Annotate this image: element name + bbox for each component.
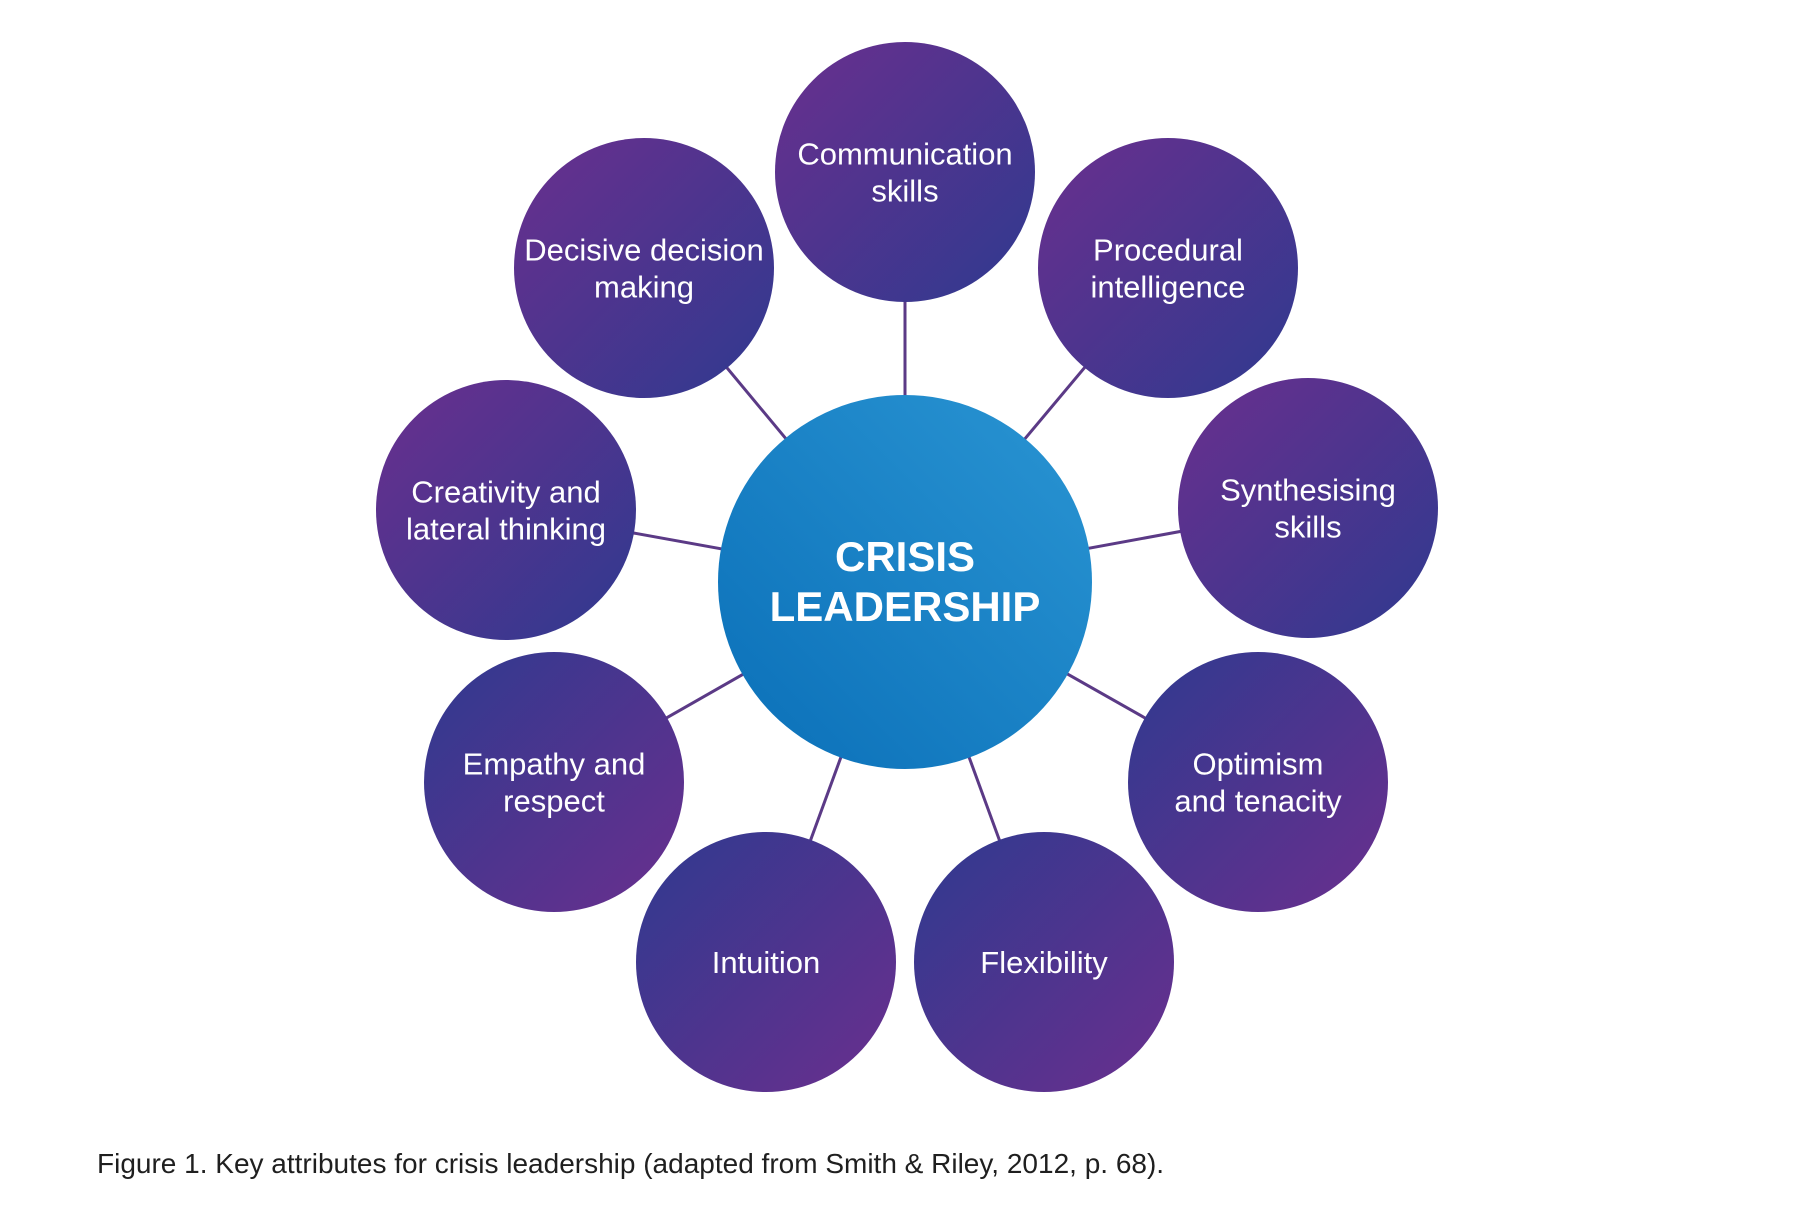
attribute-circle-synthesising [1178,378,1438,638]
attribute-circle-creativity [376,380,636,640]
attribute-circle-communication [775,42,1035,302]
center-circle [718,395,1092,769]
attribute-label-synthesising: skills [1274,510,1341,545]
attribute-label-intuition: Intuition [712,945,821,980]
attribute-label-creativity: lateral thinking [406,512,606,547]
attribute-nodes: CommunicationskillsProceduralintelligenc… [376,42,1438,1092]
figure-caption: Figure 1. Key attributes for crisis lead… [97,1148,1165,1179]
attribute-node-flexibility: Flexibility [914,832,1174,1092]
attribute-label-optimism: Optimism [1193,747,1324,782]
attribute-label-flexibility: Flexibility [980,945,1108,980]
attribute-label-empathy: respect [503,784,605,819]
attribute-circle-optimism [1128,652,1388,912]
attribute-label-procedural: intelligence [1090,270,1245,305]
attribute-label-empathy: Empathy and [463,747,646,782]
attribute-circle-flexibility [914,832,1174,1092]
attribute-circle-intuition [636,832,896,1092]
attribute-label-communication: Communication [797,137,1012,172]
center-label-line: CRISIS [835,533,975,580]
center-label-line: LEADERSHIP [770,583,1041,630]
attribute-label-creativity: Creativity and [411,475,601,510]
attribute-node-intuition: Intuition [636,832,896,1092]
attribute-circle-procedural [1038,138,1298,398]
attribute-label-communication: skills [871,174,938,209]
attribute-label-procedural: Procedural [1093,233,1243,268]
attribute-label-synthesising: Synthesising [1220,473,1396,508]
attribute-circle-empathy [424,652,684,912]
attribute-circle-decisive [514,138,774,398]
attribute-label-optimism: and tenacity [1174,784,1342,819]
attribute-label-decisive: making [594,270,694,305]
attribute-label-decisive: Decisive decision [524,233,764,268]
